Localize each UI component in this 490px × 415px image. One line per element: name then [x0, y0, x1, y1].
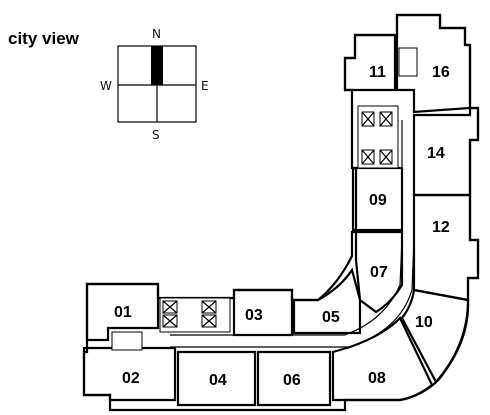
floor-plan: 01 02 03 04 05: [82, 13, 480, 412]
unit-10-outline: [400, 288, 470, 384]
unit-12-outline: [412, 193, 480, 302]
unit-09-label: 09: [369, 192, 387, 209]
unit-07-outline: [354, 230, 404, 314]
unit-05[interactable]: 05: [292, 267, 362, 335]
unit-06-outline: [256, 350, 332, 407]
unit-04-label: 04: [209, 372, 227, 389]
elevator-core-lower: [159, 297, 231, 333]
compass-north-label: N: [152, 27, 161, 41]
elevator-cross-marks-lower: [162, 300, 217, 328]
unit-16-label: 16: [432, 64, 450, 81]
unit-11[interactable]: 11: [343, 33, 397, 92]
unit-04[interactable]: 04: [176, 350, 257, 407]
unit-05-label: 05: [322, 309, 340, 326]
unit-07[interactable]: 07: [354, 230, 404, 314]
unit-02[interactable]: 02: [82, 331, 177, 402]
unit-16[interactable]: 16: [395, 13, 472, 114]
unit-08[interactable]: 08: [331, 316, 434, 402]
unit-08-label: 08: [368, 370, 386, 387]
unit-06[interactable]: 06: [256, 350, 332, 407]
unit-02-stair: [111, 331, 143, 351]
compass-east-label: E: [201, 79, 209, 93]
elevator-core-upper: [357, 105, 399, 169]
unit-07-label: 07: [370, 264, 388, 281]
unit-01-label: 01: [114, 304, 132, 321]
unit-11-outline: [343, 33, 397, 92]
unit-16-stair: [398, 47, 418, 77]
unit-10-label: 10: [415, 314, 433, 331]
compass-west-label: W: [100, 79, 112, 93]
unit-10[interactable]: 10: [400, 288, 470, 384]
unit-06-label: 06: [283, 372, 301, 389]
unit-02-label: 02: [122, 370, 140, 387]
unit-08-outline: [331, 316, 434, 402]
elevator-cross-marks-upper: [361, 111, 393, 165]
unit-11-label: 11: [369, 64, 386, 81]
unit-03-outline: [232, 288, 294, 337]
compass-key: N S E W: [100, 27, 209, 142]
unit-14-label: 14: [427, 145, 445, 162]
compass-south-label: S: [152, 128, 160, 142]
unit-14-outline: [412, 106, 480, 197]
unit-16-outline: [395, 13, 472, 114]
unit-04-outline: [176, 350, 257, 407]
page-title: city view: [8, 29, 80, 48]
unit-09[interactable]: 09: [351, 166, 404, 232]
unit-01[interactable]: 01: [85, 282, 160, 342]
unit-01-outline: [85, 282, 160, 342]
unit-02-outline: [82, 346, 177, 402]
unit-14[interactable]: 14: [412, 106, 480, 197]
unit-03-label: 03: [245, 307, 263, 324]
unit-05-outline: [292, 267, 362, 335]
unit-12[interactable]: 12: [412, 193, 480, 302]
unit-12-label: 12: [432, 219, 450, 236]
unit-03[interactable]: 03: [232, 288, 294, 337]
north-highlight-bar: [151, 46, 163, 85]
